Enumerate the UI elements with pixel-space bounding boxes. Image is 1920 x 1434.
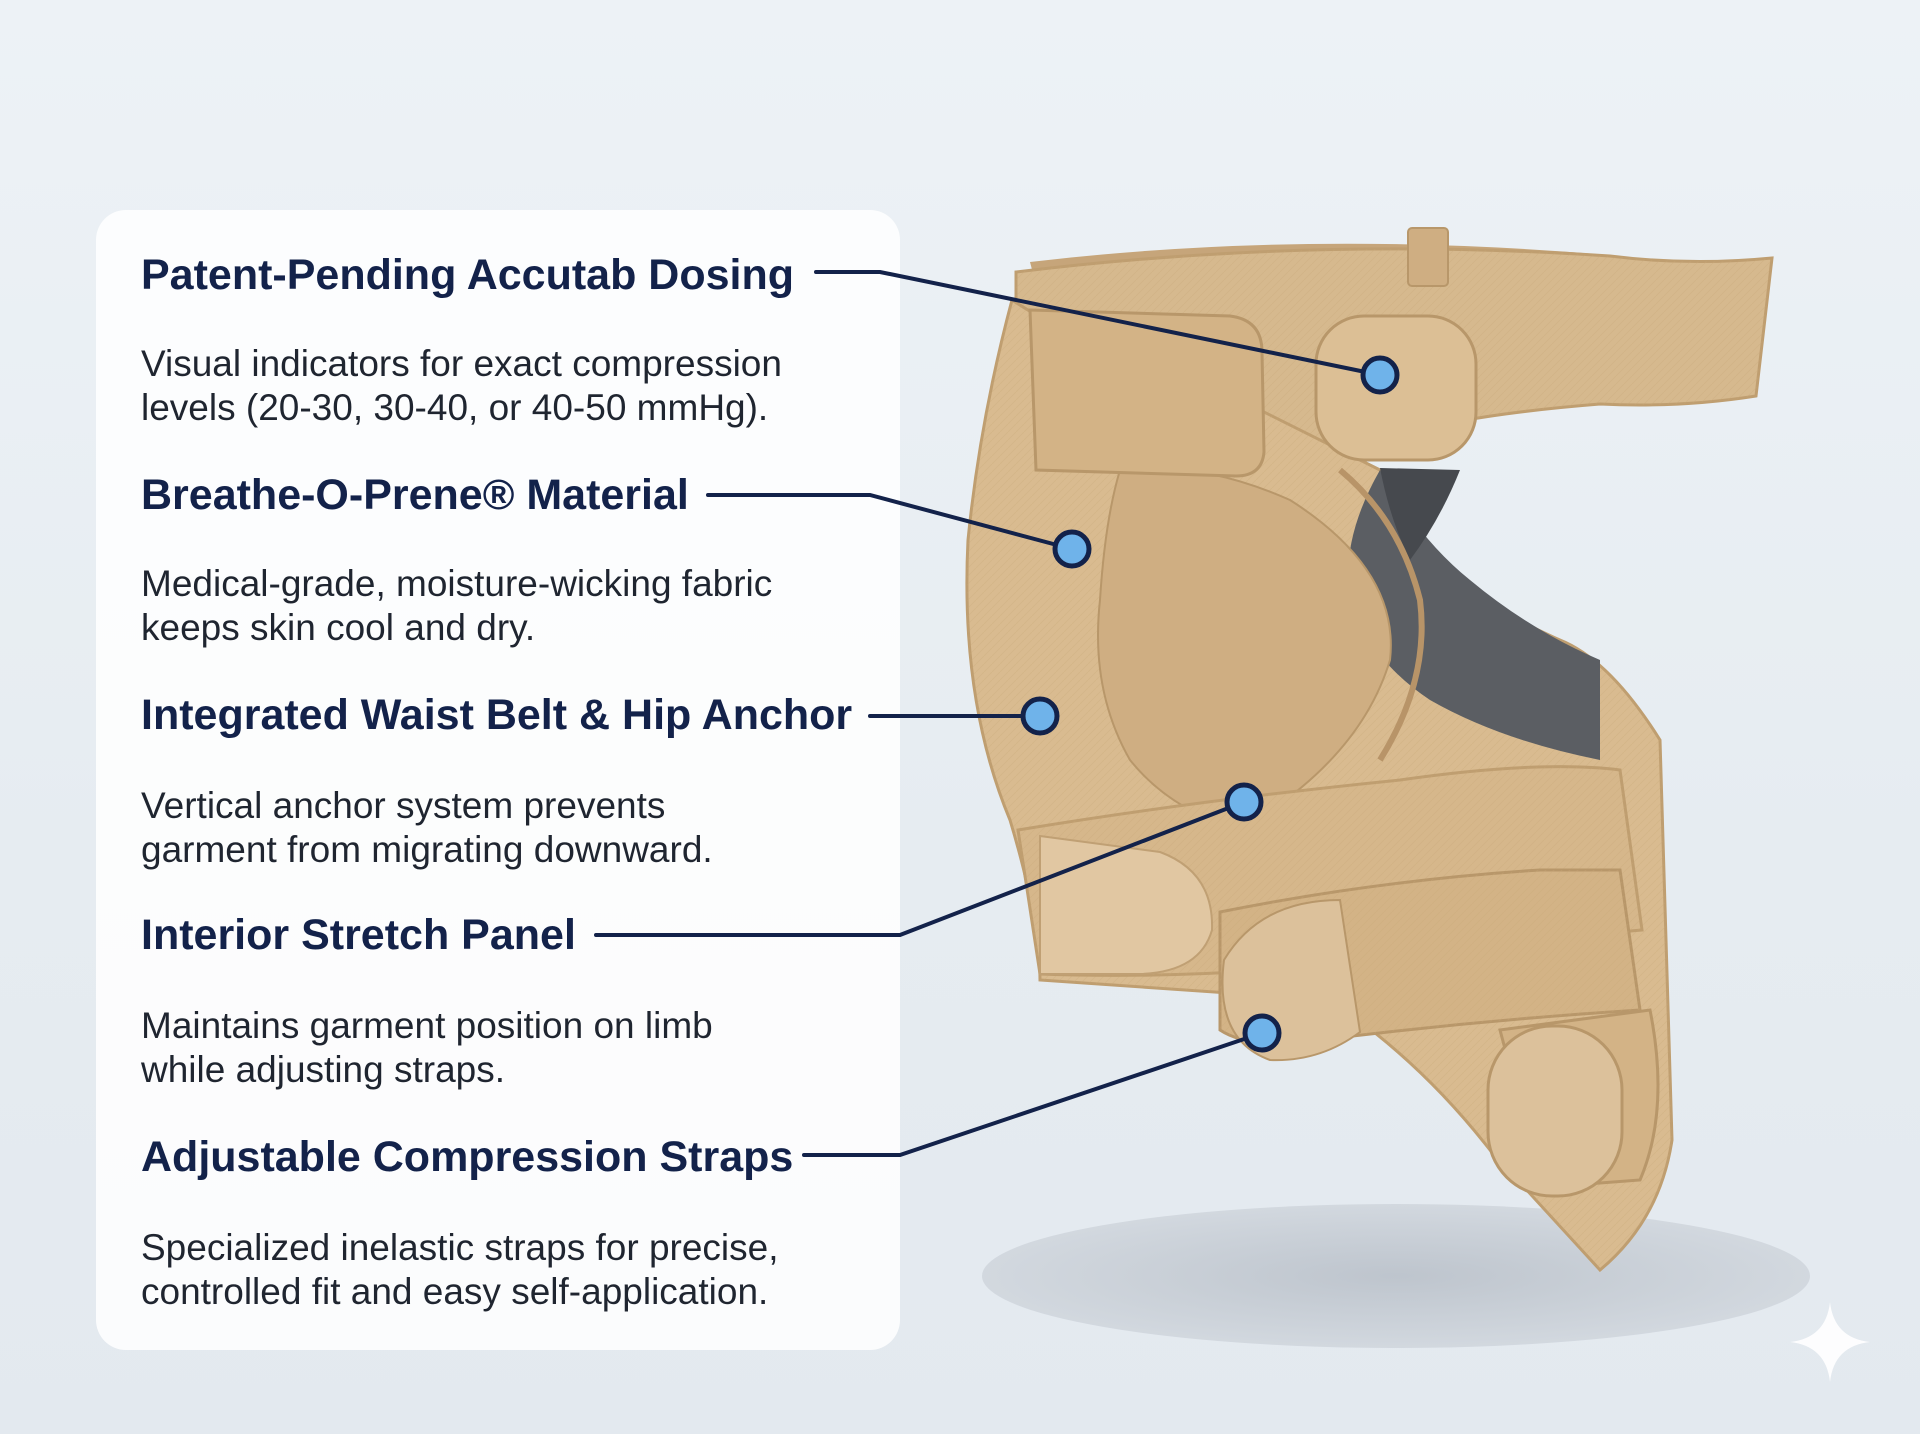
desc-line: controlled fit and easy self-application…	[141, 1271, 769, 1312]
accutab-tab	[1314, 314, 1478, 462]
interior-liner-upper	[1380, 468, 1460, 560]
feature-desc-accutab: Visual indicators for exact compression …	[141, 342, 861, 430]
strap-round-tab	[1486, 1024, 1624, 1198]
floor-shadow	[982, 1204, 1810, 1348]
sparkle-icon	[1790, 1302, 1870, 1382]
desc-line: Visual indicators for exact compression	[141, 343, 782, 384]
leader-line-straps	[802, 1031, 1264, 1157]
accutab-flap	[1028, 308, 1266, 478]
leader-lines	[594, 270, 1382, 1157]
feature-title-waist-belt: Integrated Waist Belt & Hip Anchor	[141, 691, 853, 739]
feature-panel	[96, 210, 900, 1350]
desc-line: Specialized inelastic straps for precise…	[141, 1227, 779, 1268]
marker-stretch-panel	[1224, 782, 1264, 822]
callout-markers	[1020, 355, 1400, 1053]
feature-desc-stretch-panel: Maintains garment position on limb while…	[141, 1004, 861, 1092]
marker-straps	[1242, 1013, 1282, 1053]
desc-line: garment from migrating downward.	[141, 829, 713, 870]
feature-desc-straps: Specialized inelastic straps for precise…	[141, 1226, 861, 1314]
strap-end-tab	[1039, 834, 1214, 975]
feature-title-straps: Adjustable Compression Straps	[141, 1133, 794, 1181]
marker-waist-belt	[1020, 696, 1060, 736]
desc-line: Medical-grade, moisture-wicking fabric	[141, 563, 773, 604]
feature-desc-material: Medical-grade, moisture-wicking fabric k…	[141, 562, 861, 650]
belt-loop	[1407, 227, 1449, 287]
desc-line: keeps skin cool and dry.	[141, 607, 536, 648]
leader-line-material	[706, 493, 1074, 551]
feature-title-stretch-panel: Interior Stretch Panel	[141, 911, 576, 959]
desc-line: Vertical anchor system prevents	[141, 785, 666, 826]
desc-line: while adjusting straps.	[141, 1049, 506, 1090]
desc-line: levels (20-30, 30-40, or 40-50 mmHg).	[141, 387, 769, 428]
feature-title-accutab: Patent-Pending Accutab Dosing	[141, 251, 794, 299]
leader-line-stretch-panel	[594, 800, 1246, 937]
feature-title-material: Breathe-O-Prene® Material	[141, 471, 689, 519]
marker-accutab	[1360, 355, 1400, 395]
leader-line-accutab	[814, 270, 1382, 377]
marker-material	[1052, 529, 1092, 569]
feature-desc-waist-belt: Vertical anchor system prevents garment …	[141, 784, 861, 872]
desc-line: Maintains garment position on limb	[141, 1005, 713, 1046]
